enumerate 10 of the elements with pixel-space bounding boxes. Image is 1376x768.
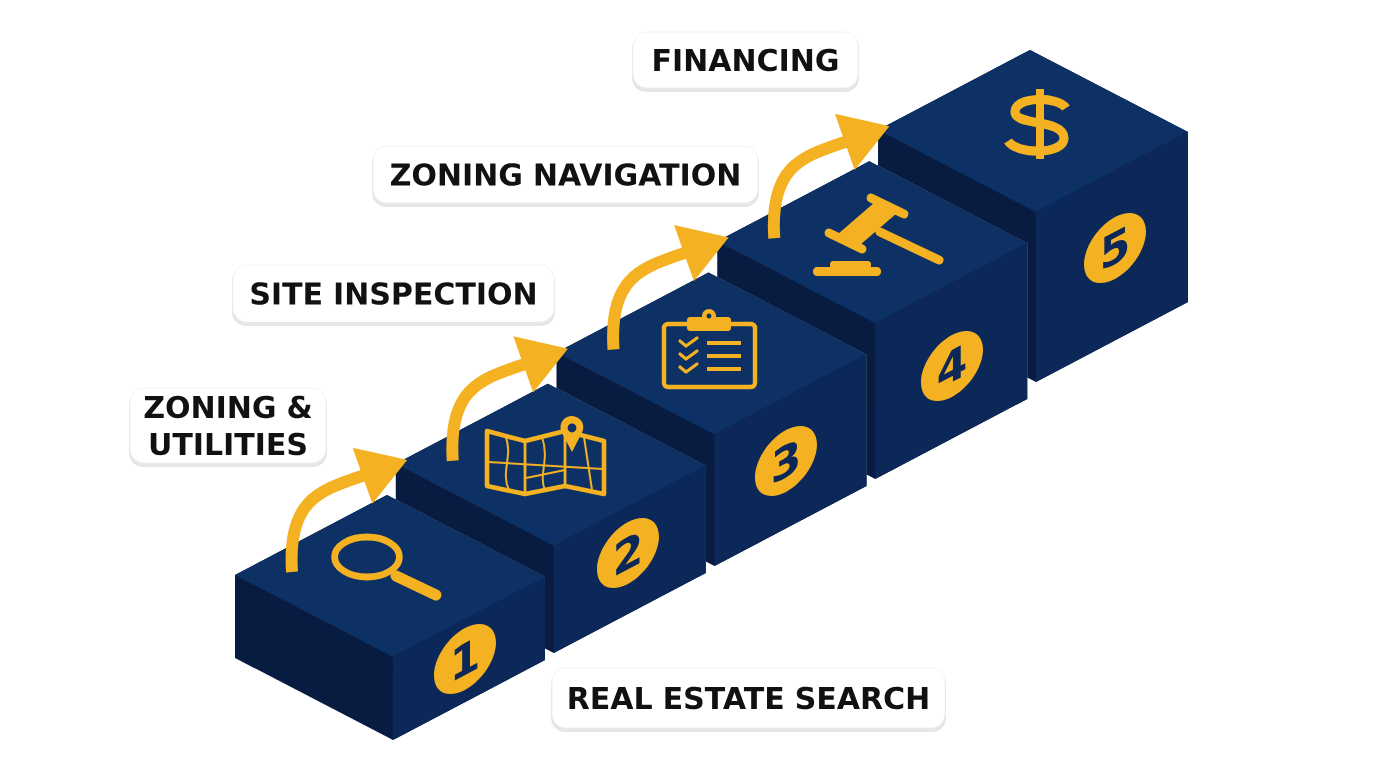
label-box: ZONING & UTILITIES xyxy=(129,387,327,467)
number-badge: 3 xyxy=(755,425,817,497)
label-box: ZONING NAVIGATION xyxy=(372,145,759,207)
number-badge: 1 xyxy=(434,623,496,695)
label-box: SITE INSPECTION xyxy=(232,264,555,326)
number-badge: 4 xyxy=(921,330,983,402)
number-badge: 2 xyxy=(597,517,659,589)
label-box: FINANCING xyxy=(632,31,859,92)
number-badge: 5 xyxy=(1084,212,1146,284)
label-box: REAL ESTATE SEARCH xyxy=(551,667,946,732)
